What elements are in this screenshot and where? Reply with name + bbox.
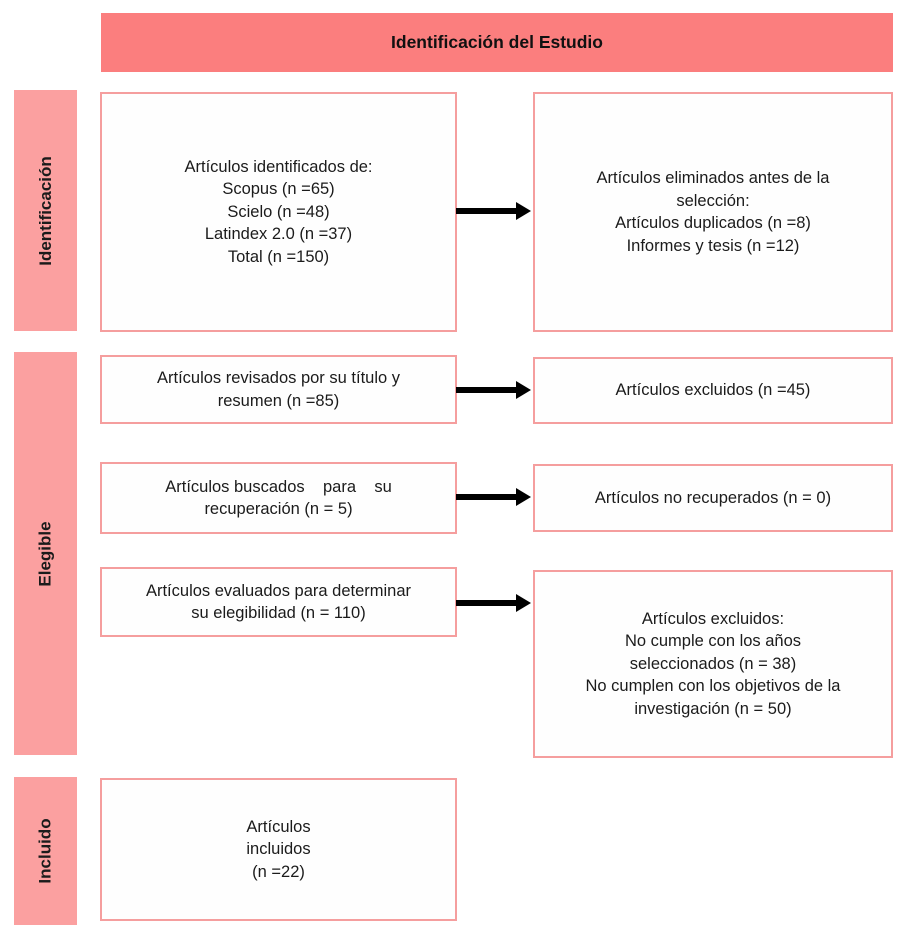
- box-articles-sought-for-retrieval: Artículos buscados para su recuperación …: [100, 462, 457, 534]
- box-text: Artículos revisados por su título y resu…: [156, 369, 401, 410]
- arrow-head-icon: [516, 488, 531, 506]
- box-text: Artículos no recuperados (n = 0): [594, 488, 832, 507]
- box-text: Artículos excluidos (n =45): [615, 381, 811, 400]
- box-articles-identified: Artículos identificados de: Scopus (n =6…: [100, 92, 457, 332]
- box-articles-included: Artículos incluidos (n =22): [100, 778, 457, 921]
- stage-label-text: Incluido: [35, 818, 55, 884]
- stage-label-incluido: Incluido: [14, 777, 77, 925]
- box-articles-excluded: Artículos excluidos (n =45): [533, 357, 893, 424]
- box-articles-assessed-eligibility: Artículos evaluados para determinar su e…: [100, 567, 457, 637]
- arrow-assessed-to-excluded-reasons: [456, 594, 531, 612]
- arrow-head-icon: [516, 381, 531, 399]
- arrow-shaft: [456, 208, 516, 214]
- box-text: Artículos identificados de: Scopus (n =6…: [184, 157, 373, 266]
- arrow-shaft: [456, 494, 516, 500]
- box-articles-excluded-with-reasons: Artículos excluidos: No cumple con los a…: [533, 570, 893, 758]
- diagram-title: Identificación del Estudio: [391, 32, 603, 52]
- box-articles-screened: Artículos revisados por su título y resu…: [100, 355, 457, 424]
- box-text: Artículos evaluados para determinar su e…: [145, 581, 412, 623]
- box-text: Artículos excluidos: No cumple con los a…: [585, 609, 841, 718]
- arrow-head-icon: [516, 594, 531, 612]
- arrow-shaft: [456, 600, 516, 606]
- stage-label-elegible: Elegible: [14, 352, 77, 755]
- arrow-shaft: [456, 387, 516, 393]
- diagram-header: Identificación del Estudio: [101, 13, 893, 72]
- box-articles-not-retrieved: Artículos no recuperados (n = 0): [533, 464, 893, 532]
- stage-label-identificacion: Identificación: [14, 90, 77, 331]
- arrow-identified-to-removed: [456, 202, 531, 220]
- box-text: Artículos incluidos (n =22): [246, 817, 311, 881]
- arrow-screened-to-excluded: [456, 381, 531, 399]
- stage-label-text: Identificación: [35, 155, 55, 266]
- box-text: Artículos buscados para su recuperación …: [165, 477, 392, 519]
- stage-label-text: Elegible: [35, 520, 55, 587]
- box-text: Artículos eliminados antes de la selecci…: [596, 169, 830, 255]
- box-articles-removed-before-screening: Artículos eliminados antes de la selecci…: [533, 92, 893, 332]
- arrow-head-icon: [516, 202, 531, 220]
- arrow-sought-to-not-retrieved: [456, 488, 531, 506]
